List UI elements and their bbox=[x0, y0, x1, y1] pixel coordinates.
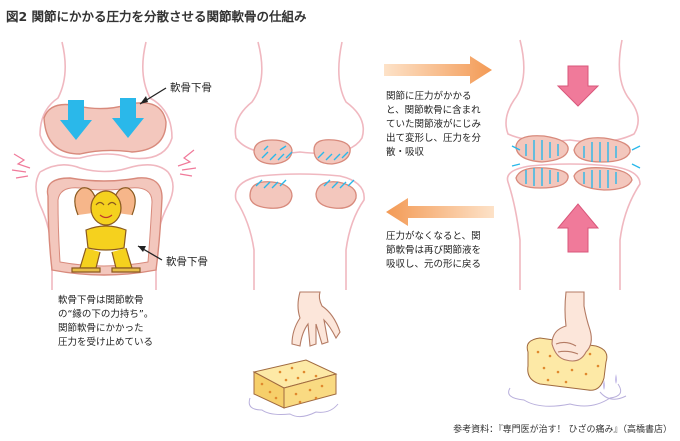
sponge-middle bbox=[248, 359, 339, 418]
fluid-marks-middle bbox=[255, 145, 355, 189]
release-line: 吸収し、元の形に戻る bbox=[386, 259, 482, 270]
arrow-to-release bbox=[386, 198, 494, 226]
pressure-line: と、関節軟骨に含まれ bbox=[386, 105, 481, 116]
release-line: 圧力がなくなると、関 bbox=[386, 231, 481, 242]
stress-marks bbox=[11, 149, 197, 179]
middle-cartilage bbox=[249, 139, 357, 209]
upper-cartilage-left bbox=[43, 102, 167, 155]
left-caption-line: 圧力を受け止めている bbox=[58, 337, 154, 348]
label-subchondral-bottom: 軟骨下骨 bbox=[166, 256, 208, 268]
left-caption-line: の“縁の下の力持ち”。 bbox=[58, 309, 154, 320]
page-title: 図2 関節にかかる圧力を分散させる関節軟骨の仕組み bbox=[6, 9, 307, 24]
source-citation: 参考資料：『専門医が治す！ ひざの痛み』（高橋書店） bbox=[453, 425, 672, 435]
strongman-figure bbox=[71, 187, 141, 273]
pressure-arrows-left bbox=[60, 98, 144, 140]
label-subchondral-top: 軟骨下骨 bbox=[170, 82, 212, 94]
left-caption-line: 関節軟骨にかかった bbox=[58, 323, 144, 334]
right-cartilage bbox=[515, 135, 633, 191]
release-line: 節軟骨は再び関節液を bbox=[386, 245, 482, 256]
fluid-puddle bbox=[508, 383, 627, 407]
fluid-marks-right bbox=[511, 140, 641, 188]
pressure-arrow-up bbox=[556, 203, 600, 253]
pressure-line: 関節に圧力がかかる bbox=[386, 91, 472, 102]
middle-joint bbox=[234, 41, 365, 290]
release-description: 圧力がなくなると、関 節軟骨は再び関節液を 吸収し、元の形に戻る bbox=[386, 230, 481, 272]
left-caption-line: 軟骨下骨は関節軟骨 bbox=[58, 295, 144, 306]
pressure-arrow-down bbox=[556, 65, 600, 107]
drips bbox=[603, 374, 617, 390]
pressure-description: 関節に圧力がかかる と、関節軟骨に含まれ ていた関節液がにじみ 出て変形し、圧力… bbox=[386, 90, 481, 160]
hand-right bbox=[551, 291, 592, 362]
hand-middle bbox=[291, 291, 341, 347]
left-caption: 軟骨下骨は関節軟骨 の“縁の下の力持ち”。 関節軟骨にかかった 圧力を受け止めて… bbox=[58, 294, 153, 350]
pressure-line: 出て変形し、圧力を分 bbox=[386, 133, 482, 144]
pressure-line: 散・吸収 bbox=[386, 147, 425, 158]
arrow-to-pressure bbox=[384, 56, 492, 84]
pressure-line: ていた関節液がにじみ bbox=[386, 119, 482, 130]
